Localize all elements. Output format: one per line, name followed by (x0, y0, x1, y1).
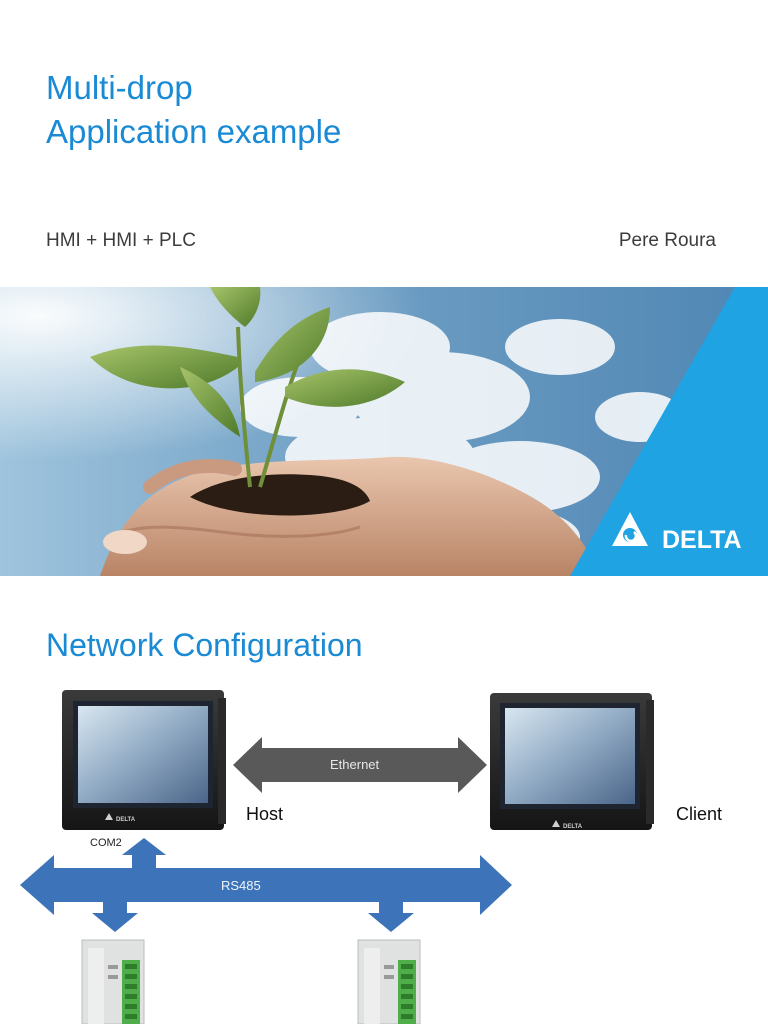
svg-text:DELTA: DELTA (116, 817, 136, 823)
plc1-down-arrow (92, 902, 138, 932)
com2-port-label: COM2 (90, 837, 122, 849)
client-label: Client (676, 804, 723, 824)
rs485-bus-arrow (20, 855, 512, 915)
host-label: Host (246, 804, 284, 824)
author-name: Pere Roura (618, 230, 716, 251)
delta-logo (612, 512, 648, 546)
banner-accent-panel (570, 287, 768, 576)
plc2-down-arrow (368, 902, 414, 932)
ethernet-label: Ethernet (330, 757, 380, 772)
banner-brand-text: DELTA (662, 526, 742, 554)
hands-illustration (90, 287, 600, 576)
section-title: Network Configuration (46, 627, 363, 663)
slide-subtitle: HMI + HMI + PLC (46, 230, 196, 251)
client-hmi-device: DELTA (490, 693, 654, 830)
plc-device-1 (81, 939, 145, 1024)
slide-title: Multi-drop Application example (46, 66, 341, 154)
com2-up-arrow (122, 838, 166, 868)
host-hmi-device: DELTA (62, 690, 226, 830)
title-banner: DELTA (0, 287, 768, 576)
rs485-label: RS485 (221, 878, 261, 893)
network-diagram: DELTA DELTA (20, 690, 654, 1024)
banner-image: DELTA (0, 287, 768, 576)
ethernet-arrow (233, 737, 487, 793)
title-line-1: Multi-drop (46, 69, 193, 106)
title-line-2: Application example (46, 113, 342, 150)
plc-device-2 (357, 939, 421, 1024)
svg-text:DELTA: DELTA (563, 824, 583, 830)
